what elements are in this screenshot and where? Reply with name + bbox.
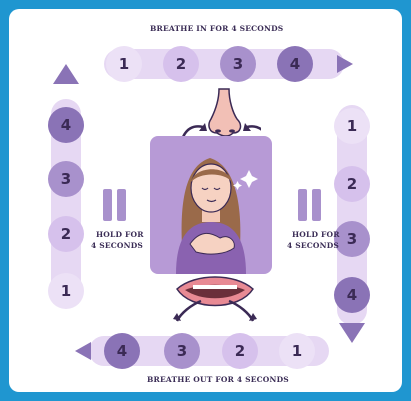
top-step-4: 4 bbox=[277, 46, 313, 82]
right-step-4: 4 bbox=[334, 277, 370, 313]
right-step-1: 1 bbox=[334, 108, 370, 144]
top-arrow-head-icon bbox=[337, 49, 363, 79]
mouth-icon bbox=[167, 275, 263, 325]
right-step-2: 2 bbox=[334, 166, 370, 202]
top-label: BREATHE IN FOR 4 SECONDS bbox=[150, 24, 283, 33]
bottom-step-4: 4 bbox=[104, 333, 140, 369]
bottom-step-1: 1 bbox=[279, 333, 315, 369]
bottom-step-3: 3 bbox=[164, 333, 200, 369]
left-step-1: 1 bbox=[48, 273, 84, 309]
right-hold-label-line2: 4 SECONDS bbox=[287, 241, 339, 250]
left-step-4: 4 bbox=[48, 107, 84, 143]
right-step-3: 3 bbox=[334, 221, 370, 257]
right-pause-icon bbox=[296, 189, 324, 223]
breathing-diagram: BREATHE IN FOR 4 SECONDS 1 2 3 4 4 3 2 1… bbox=[9, 9, 402, 392]
woman-breathing-icon bbox=[150, 136, 272, 276]
top-step-2: 2 bbox=[163, 46, 199, 82]
bottom-arrow-head-icon bbox=[67, 336, 93, 366]
left-arrow-head-icon bbox=[51, 64, 81, 86]
bottom-step-2: 2 bbox=[222, 333, 258, 369]
right-arrow-head-icon bbox=[337, 323, 367, 345]
top-step-1: 1 bbox=[106, 46, 142, 82]
left-step-3: 3 bbox=[48, 161, 84, 197]
top-step-3: 3 bbox=[220, 46, 256, 82]
left-hold-label-line2: 4 SECONDS bbox=[91, 241, 143, 250]
right-hold-label-line1: HOLD FOR bbox=[292, 230, 340, 239]
left-step-2: 2 bbox=[48, 216, 84, 252]
left-hold-label-line1: HOLD FOR bbox=[96, 230, 144, 239]
left-pause-icon bbox=[101, 189, 129, 223]
bottom-label: BREATHE OUT FOR 4 SECONDS bbox=[147, 375, 289, 384]
